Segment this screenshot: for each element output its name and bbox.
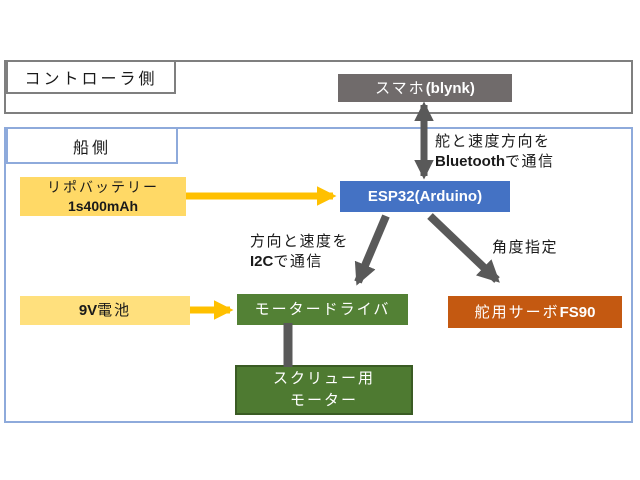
smartphone-label-jp: スマホ bbox=[375, 79, 426, 97]
node-lipo-battery: リポバッテリー 1s400mAh bbox=[20, 177, 186, 216]
screw-motor-line2: モーター bbox=[289, 392, 358, 409]
9v-battery-label-latin: 9V bbox=[78, 302, 98, 319]
boat-section-label: 船側 bbox=[6, 127, 178, 164]
annotation-bluetooth-jp: で通信 bbox=[504, 153, 555, 170]
rudder-servo-label-latin: FS90 bbox=[559, 303, 596, 321]
motor-driver-label: モータードライバ bbox=[254, 301, 391, 318]
annotation-bluetooth: 舵と速度方向を Bluetoothで通信 bbox=[435, 132, 555, 172]
screw-motor-line1: スクリュー用 bbox=[272, 370, 375, 387]
boat-section-label-text: 船側 bbox=[72, 139, 111, 157]
annotation-bluetooth-line1: 舵と速度方向を bbox=[435, 133, 551, 150]
annotation-angle: 角度指定 bbox=[492, 238, 558, 258]
esp32-label: ESP32(Arduino) bbox=[367, 188, 483, 205]
annotation-i2c-jp: で通信 bbox=[273, 253, 323, 270]
annotation-angle-text: 角度指定 bbox=[492, 239, 559, 256]
node-smartphone: スマホ(blynk) bbox=[338, 74, 512, 102]
annotation-i2c: 方向と速度を I2Cで通信 bbox=[250, 232, 349, 272]
node-motor-driver: モータードライバ bbox=[237, 294, 408, 325]
controller-section-label: コントローラ側 bbox=[6, 60, 176, 94]
smartphone-label-latin: (blynk) bbox=[425, 79, 475, 97]
annotation-i2c-latin: I2C bbox=[250, 253, 274, 270]
controller-section-box bbox=[4, 60, 633, 114]
node-screw-motor: スクリュー用 モーター bbox=[235, 365, 413, 415]
lipo-battery-name: リポバッテリー bbox=[47, 178, 159, 195]
9v-battery-label-jp: 電池 bbox=[97, 302, 132, 319]
rudder-servo-label-jp: 舵用サーボ bbox=[474, 303, 560, 321]
node-esp32: ESP32(Arduino) bbox=[340, 181, 510, 212]
lipo-battery-spec: 1s400mAh bbox=[67, 197, 139, 214]
controller-section-label-text: コントローラ側 bbox=[24, 71, 158, 88]
annotation-bluetooth-latin: Bluetooth bbox=[435, 153, 505, 170]
annotation-i2c-line1: 方向と速度を bbox=[250, 233, 350, 250]
boat-section-box bbox=[4, 127, 633, 423]
